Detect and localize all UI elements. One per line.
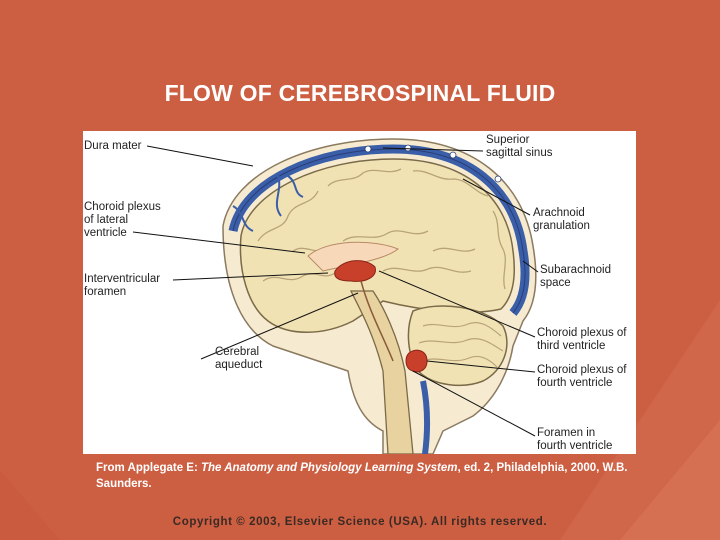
- choroid-plexus-fourth-ventricle: [405, 349, 428, 373]
- blood-vessels: [232, 175, 304, 232]
- label-arachnoid-granulation: Arachnoid granulation: [533, 207, 590, 232]
- label-foramen-fourth-ventricle: Foramen in fourth ventricle: [537, 427, 613, 452]
- cerebellum: [407, 305, 508, 387]
- label-superior-sagittal-sinus: Superior sagittal sinus: [486, 134, 553, 159]
- arachnoid-granulations: [364, 144, 502, 183]
- label-interventricular-foramen: Interventricular foramen: [84, 273, 161, 298]
- figure-citation: From Applegate E: The Anatomy and Physio…: [96, 462, 628, 490]
- brain-diagram: Dura mater Choroid plexus of lateral ven…: [83, 131, 636, 454]
- leader-lines: [132, 145, 539, 437]
- copyright-notice: Copyright © 2003, Elsevier Science (USA)…: [172, 516, 548, 528]
- choroid-plexus-third-ventricle: [334, 260, 376, 282]
- spinal-subarachnoid: [420, 380, 431, 454]
- cerebral-aqueduct: [360, 280, 394, 362]
- label-dura-mater: Dura mater: [84, 140, 142, 152]
- brainstem: [349, 290, 414, 454]
- label-cerebral-aqueduct: Cerebral aqueduct: [215, 346, 263, 371]
- slide-title: FLOW OF CEREBROSPINAL FLUID: [164, 80, 556, 106]
- label-subarachnoid-space: Subarachnoid space: [540, 264, 611, 289]
- label-choroid-fourth-ventricle: Choroid plexus of fourth ventricle: [537, 364, 627, 389]
- gyri: [257, 168, 506, 290]
- label-choroid-lateral: Choroid plexus of lateral ventricle: [84, 201, 161, 239]
- label-choroid-third-ventricle: Choroid plexus of third ventricle: [537, 327, 627, 352]
- brain-illustration: [132, 138, 539, 454]
